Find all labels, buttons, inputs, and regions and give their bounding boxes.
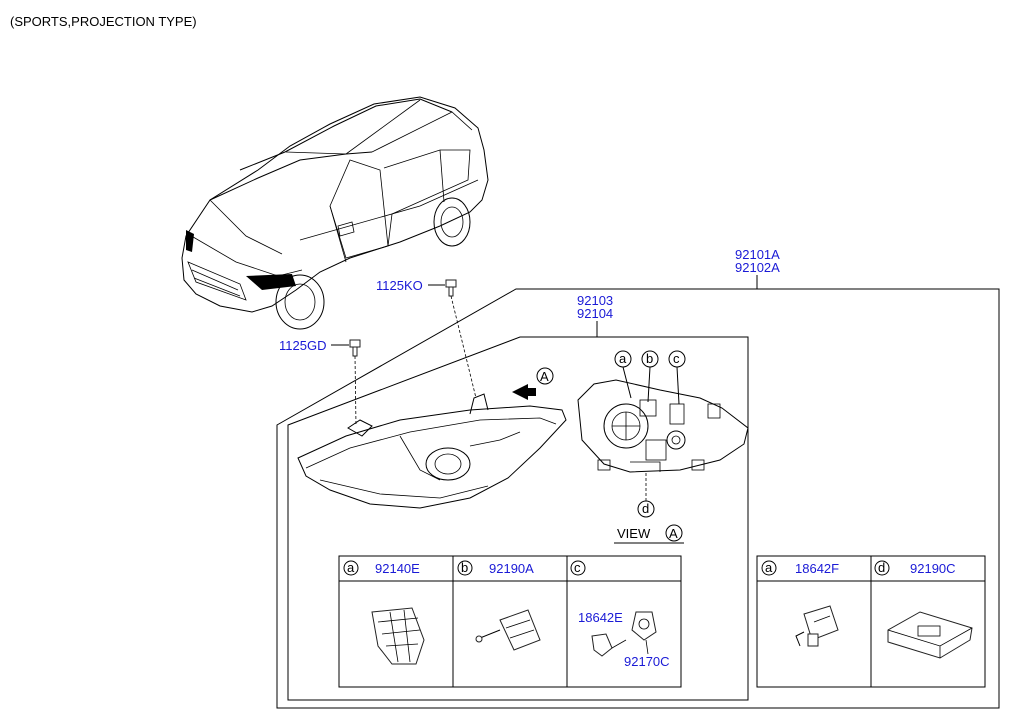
fastener-lower-label: 1125GD (279, 338, 326, 353)
car-illustration (181, 96, 489, 330)
subassembly-part-b: 92104 (577, 306, 613, 321)
leveling-actuator-icon (475, 609, 541, 651)
callout-c: c (673, 351, 680, 366)
parts-table-left (338, 555, 682, 688)
callout-group: a b c d (614, 350, 686, 518)
fastener-lower-path (354, 355, 357, 427)
headlamp-rear-view-drawing (577, 379, 749, 473)
view-label: VIEW (617, 526, 651, 541)
assembly-part-b: 92102A (735, 260, 780, 275)
table-left-cell-c-letter: c (574, 560, 581, 575)
view-letter: A (669, 526, 678, 541)
table-right-cell-a-circle (761, 560, 777, 576)
subassembly-part-a: 92103 (577, 293, 613, 308)
table-left-cell-a-circle (343, 560, 359, 576)
dust-cap-icon (371, 607, 425, 665)
table-left-cell-a-part: 92140E (375, 561, 420, 576)
bolt-lower-icon (349, 339, 361, 357)
socket-icon (631, 611, 657, 655)
bolt-upper-icon (445, 279, 457, 297)
table-right-cell-d-letter: d (878, 560, 885, 575)
bulb-icon (591, 633, 627, 657)
table-left-cell-b-letter: b (461, 560, 468, 575)
table-left-cell-c-part-socket: 92170C (624, 654, 670, 669)
fastener-upper-label: 1125KO (376, 278, 423, 293)
fastener-upper-path (450, 295, 477, 399)
table-left-cell-b-part: 92190A (489, 561, 534, 576)
page-title: (SPORTS,PROJECTION TYPE) (10, 14, 197, 29)
table-right-cell-d-part: 92190C (910, 561, 956, 576)
callout-a: a (619, 351, 627, 366)
table-left-cell-c-part-bulb: 18642E (578, 610, 623, 625)
table-left-cell-c-circle (570, 560, 586, 576)
headlamp-assembly-drawing (297, 393, 567, 509)
callout-d: d (642, 501, 649, 516)
assembly-boundary (276, 288, 1000, 709)
table-left-cell-b-circle (457, 560, 473, 576)
callout-b: b (646, 351, 653, 366)
table-left-cell-a-letter: a (347, 560, 355, 575)
subassembly-boundary (287, 336, 749, 701)
table-right-cell-a-part: 18642F (795, 561, 839, 576)
view-letter-circle (665, 524, 683, 542)
assembly-part-a: 92101A (735, 247, 780, 262)
parts-table-right (756, 555, 986, 688)
ballast-module-icon (887, 611, 973, 659)
hid-bulb-icon (795, 605, 839, 647)
view-a-arrow-letter: A (540, 369, 549, 384)
table-right-cell-a-letter: a (765, 560, 773, 575)
view-a-arrow (512, 367, 554, 400)
table-right-cell-d-circle (874, 560, 890, 576)
